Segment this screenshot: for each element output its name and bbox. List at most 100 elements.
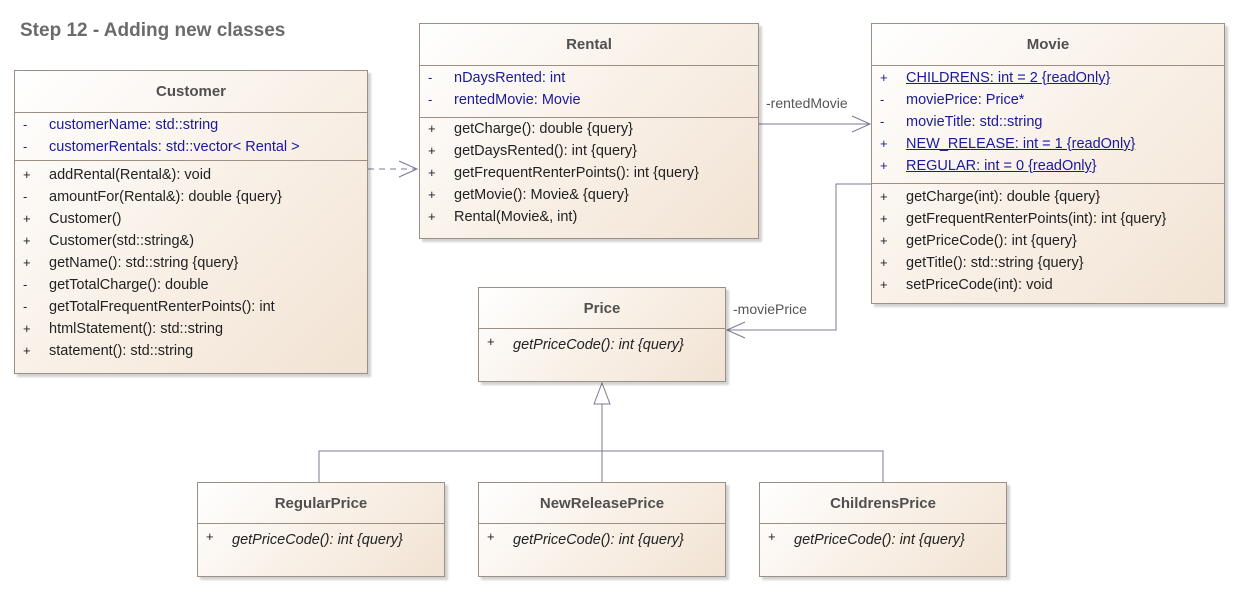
- visibility-marker: +: [23, 167, 31, 182]
- operation-row: + getPriceCode(): int {query}: [760, 529, 1006, 551]
- class-name: Movie: [872, 24, 1224, 66]
- visibility-marker: +: [880, 189, 888, 204]
- class-customer[interactable]: Customer -customerName: std::string -cus…: [14, 70, 368, 374]
- attribute-text: moviePrice: Price*: [906, 92, 1025, 108]
- visibility-marker: +: [428, 121, 436, 136]
- price-generalization: [318, 381, 884, 483]
- visibility-marker: -: [23, 189, 28, 204]
- attribute-text: customerRentals: std::vector< Rental >: [49, 139, 300, 155]
- operation-text: getMovie(): Movie& {query}: [454, 187, 629, 203]
- operation-text: getName(): std::string {query}: [49, 255, 239, 271]
- visibility-marker: +: [487, 529, 495, 544]
- movie-price-association: [725, 183, 871, 339]
- visibility-marker: +: [880, 277, 888, 292]
- visibility-marker: +: [880, 233, 888, 248]
- operation-text: addRental(Rental&): void: [49, 167, 212, 183]
- attribute-row: - customerName: std::string: [15, 114, 367, 136]
- operation-text: setPriceCode(int): void: [906, 277, 1053, 293]
- attributes-section: - customerName: std::string -customerRent…: [15, 113, 367, 161]
- operation-text: Rental(Movie&, int): [454, 209, 578, 225]
- operation-row: + getName(): std::string {query}: [15, 252, 367, 274]
- visibility-marker: -: [880, 92, 885, 107]
- visibility-marker: +: [23, 211, 31, 226]
- class-name: ChildrensPrice: [760, 483, 1006, 524]
- visibility-marker: +: [768, 529, 776, 544]
- operation-row: +getPriceCode(): int {query}: [479, 334, 725, 356]
- visibility-marker: -: [880, 114, 885, 129]
- operations-section: + addRental(Rental&): void - amountFor(Ren…: [15, 161, 367, 362]
- operation-row: + getFrequentRenterPoints(): int {query}: [420, 162, 758, 184]
- operation-row: + getMovie(): Movie& {query}: [420, 184, 758, 206]
- operation-text: Customer(std::string&): [49, 233, 195, 249]
- operation-text: getDaysRented(): int {query}: [454, 143, 637, 159]
- diagram-title: Step 12 - Adding new classes: [20, 20, 286, 41]
- class-price[interactable]: Price +getPriceCode(): int {query}: [478, 287, 726, 382]
- operation-text: getPriceCode(): int {query}: [513, 337, 684, 353]
- operation-row: +htmlStatement(): std::string: [15, 318, 367, 340]
- operation-text: getPriceCode(): int {query}: [906, 233, 1077, 249]
- visibility-marker: -: [428, 92, 433, 107]
- operation-row: +getTitle(): std::string {query}: [872, 252, 1224, 274]
- attribute-row: +REGULAR: int = 0 {readOnly}: [872, 155, 1224, 177]
- operation-row: +getDaysRented(): int {query}: [420, 140, 758, 162]
- visibility-marker: +: [23, 321, 31, 336]
- operation-row: + Customer(std::string&): [15, 230, 367, 252]
- operation-text: getPriceCode(): int {query}: [232, 532, 403, 548]
- attribute-text: nDaysRented: int: [454, 70, 566, 86]
- attribute-text: rentedMovie: Movie: [454, 92, 581, 108]
- attributes-section: - nDaysRented: int - rentedMovie: Movie: [420, 66, 758, 118]
- rented-movie-role-label: -rentedMovie: [766, 95, 848, 111]
- visibility-marker: +: [880, 136, 888, 151]
- operation-row: +Rental(Movie&, int): [420, 206, 758, 228]
- attribute-text: movieTitle: std::string: [906, 114, 1043, 130]
- class-new-release-price[interactable]: NewReleasePrice + getPriceCode(): int {qu…: [478, 482, 726, 577]
- visibility-marker: +: [428, 187, 436, 202]
- operation-text: getTotalFrequentRenterPoints(): int: [49, 299, 275, 315]
- attribute-text: NEW_RELEASE: int = 1 {readOnly}: [906, 136, 1136, 152]
- class-childrens-price[interactable]: ChildrensPrice + getPriceCode(): int {que…: [759, 482, 1007, 577]
- class-rental[interactable]: Rental -nDaysRented: int -rentedMovie: M…: [419, 23, 759, 239]
- operations-section: + getCharge(int): double {query} +getFreq…: [872, 184, 1224, 296]
- attribute-row: - movieTitle: std::string: [872, 111, 1224, 133]
- operation-row: + getPriceCode(): int {query}: [198, 529, 444, 551]
- visibility-marker: -: [23, 117, 28, 132]
- visibility-marker: +: [206, 529, 214, 544]
- operation-row: -getTotalFrequentRenterPoints(): int: [15, 296, 367, 318]
- visibility-marker: +: [23, 233, 31, 248]
- customer-rental-dependency: [368, 160, 419, 178]
- visibility-marker: +: [428, 165, 436, 180]
- operation-text: getPriceCode(): int {query}: [513, 532, 684, 548]
- operation-text: getPriceCode(): int {query}: [794, 532, 965, 548]
- attribute-row: - moviePrice: Price*: [872, 89, 1224, 111]
- operation-row: + getCharge(int): double {query}: [872, 186, 1224, 208]
- operation-text: getCharge(int): double {query}: [906, 189, 1101, 205]
- class-name: Price: [479, 288, 725, 329]
- operation-text: getFrequentRenterPoints(): int {query}: [454, 165, 700, 181]
- attributes-section: +CHILDRENS: int = 2 {readOnly} -moviePri…: [872, 66, 1224, 184]
- visibility-marker: +: [23, 255, 31, 270]
- operation-text: getCharge(): double {query}: [454, 121, 633, 137]
- movie-price-role-label: -moviePrice: [733, 301, 807, 317]
- operation-row: +getFrequentRenterPoints(int): int {quer…: [872, 208, 1224, 230]
- operation-text: Customer(): [49, 211, 122, 227]
- operation-row: + Customer(): [15, 208, 367, 230]
- rental-movie-association: [759, 115, 872, 133]
- operation-text: getTotalCharge(): double: [49, 277, 209, 293]
- class-name: NewReleasePrice: [479, 483, 725, 524]
- visibility-marker: +: [880, 211, 888, 226]
- operation-text: amountFor(Rental&): double {query}: [49, 189, 282, 205]
- attribute-text: customerName: std::string: [49, 117, 219, 133]
- operations-section: + getPriceCode(): int {query}: [198, 524, 444, 551]
- visibility-marker: +: [23, 343, 31, 358]
- operations-section: + getPriceCode(): int {query}: [760, 524, 1006, 551]
- operation-row: + getPriceCode(): int {query}: [872, 230, 1224, 252]
- operation-row: + getPriceCode(): int {query}: [479, 529, 725, 551]
- operation-row: + setPriceCode(int): void: [872, 274, 1224, 296]
- visibility-marker: -: [428, 70, 433, 85]
- attribute-row: - nDaysRented: int: [420, 67, 758, 89]
- operations-section: +getPriceCode(): int {query}: [479, 329, 725, 356]
- operation-row: + getCharge(): double {query}: [420, 118, 758, 140]
- class-movie[interactable]: Movie +CHILDRENS: int = 2 {readOnly} -mo…: [871, 23, 1225, 304]
- class-regular-price[interactable]: RegularPrice +getPriceCode(): int {query…: [197, 482, 445, 577]
